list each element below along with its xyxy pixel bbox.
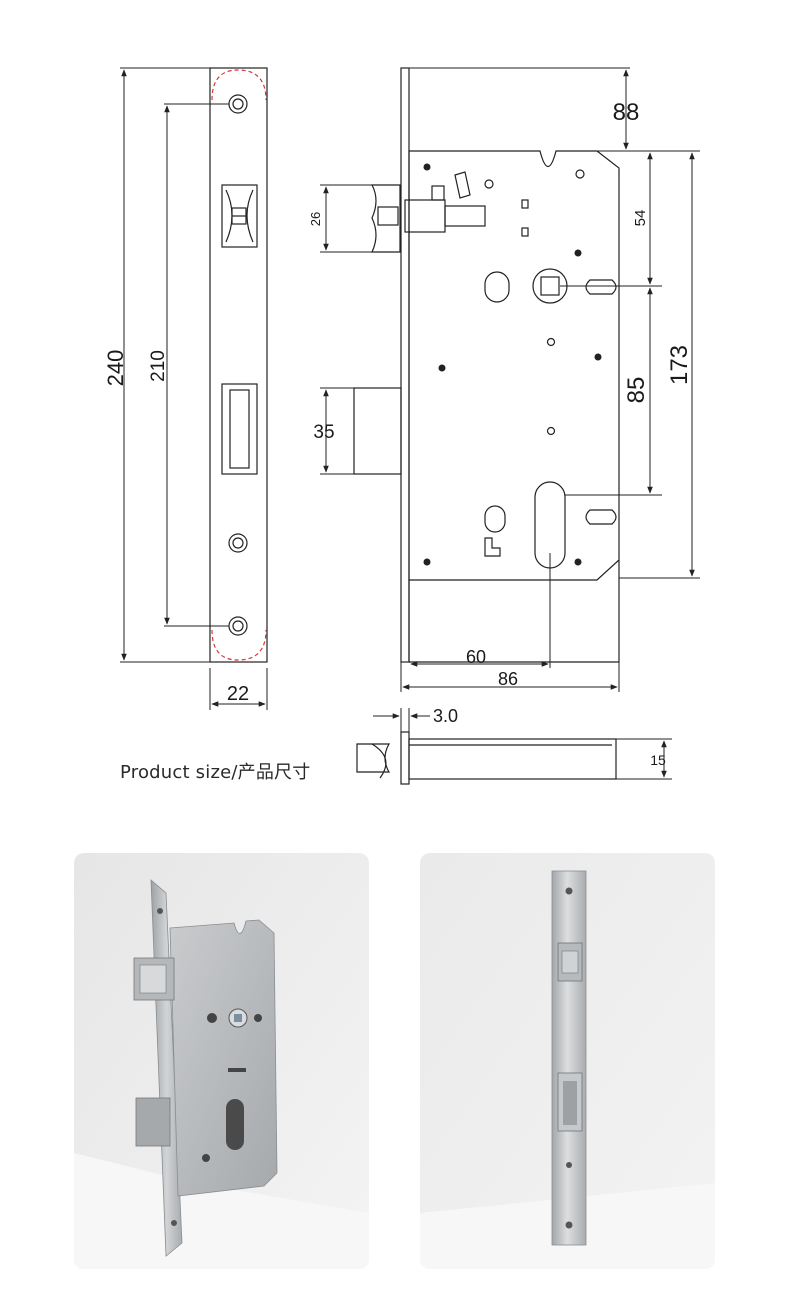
mortise-lock-body-photo <box>74 853 369 1269</box>
dim-26: 26 <box>308 212 323 226</box>
technical-drawing: 240 210 22 <box>103 67 700 785</box>
dim-88: 88 <box>613 99 640 126</box>
top-view-dimension-lines <box>373 708 672 780</box>
product-size-caption: Product size/产品尺寸 <box>120 762 311 783</box>
dim-85: 85 <box>623 377 650 404</box>
faceplate-front-view <box>209 67 268 663</box>
dim-173: 173 <box>666 345 693 385</box>
dim-22: 22 <box>227 683 249 705</box>
lock-body-screws <box>423 163 602 566</box>
dim-54: 54 <box>632 210 649 227</box>
dim-35: 35 <box>313 422 334 443</box>
dim-240: 240 <box>103 350 128 387</box>
dim-60: 60 <box>466 647 486 667</box>
faceplate-photo <box>420 853 715 1269</box>
lock-body-side-view <box>353 67 620 663</box>
side-view-dimension-lines <box>320 67 700 692</box>
lock-top-view <box>356 731 617 785</box>
dim-210: 210 <box>148 350 169 382</box>
dim-86: 86 <box>498 669 518 689</box>
dim-3-0: 3.0 <box>433 706 458 726</box>
dim-15: 15 <box>650 752 666 768</box>
front-view-dimension-lines <box>120 67 268 710</box>
